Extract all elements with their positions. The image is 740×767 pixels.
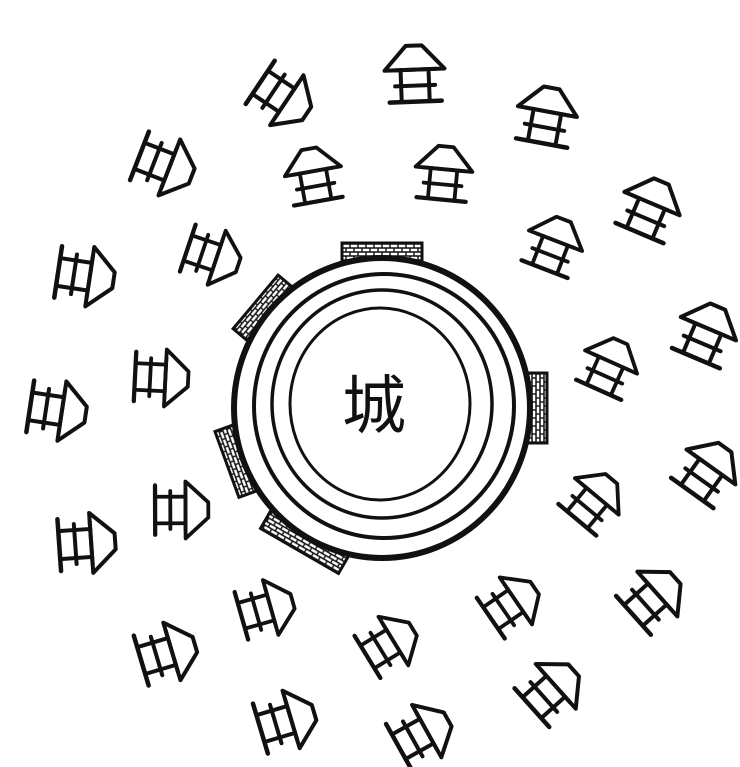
camp-tent [54, 242, 118, 310]
camp-tent [179, 221, 248, 292]
camp-tent [518, 209, 590, 279]
camp-tent [234, 574, 301, 643]
camp-tent [475, 565, 551, 642]
camp-tent [555, 461, 633, 538]
camp-tent [244, 57, 324, 138]
camp-tent [512, 648, 594, 730]
camp-tent [384, 693, 462, 767]
camp-tent [573, 330, 647, 402]
camp-tent [384, 44, 446, 102]
camp-tent [129, 128, 203, 204]
camp-tent [614, 556, 696, 638]
camp-tent [155, 481, 208, 538]
camp-tent [281, 144, 347, 206]
camp-tent [134, 348, 190, 408]
camp-tent [612, 170, 689, 245]
camp-tent [512, 83, 581, 149]
camp-tent [413, 144, 475, 202]
camp-tent [26, 377, 90, 445]
camp-tent [133, 616, 204, 689]
camp-tent [252, 684, 323, 757]
walled-city: 城 [215, 243, 547, 573]
city-label: 城 [342, 370, 406, 444]
camp-tent [57, 511, 117, 575]
camp-tent [353, 605, 428, 681]
camp-tent [668, 295, 740, 370]
camp-tent [668, 430, 740, 510]
